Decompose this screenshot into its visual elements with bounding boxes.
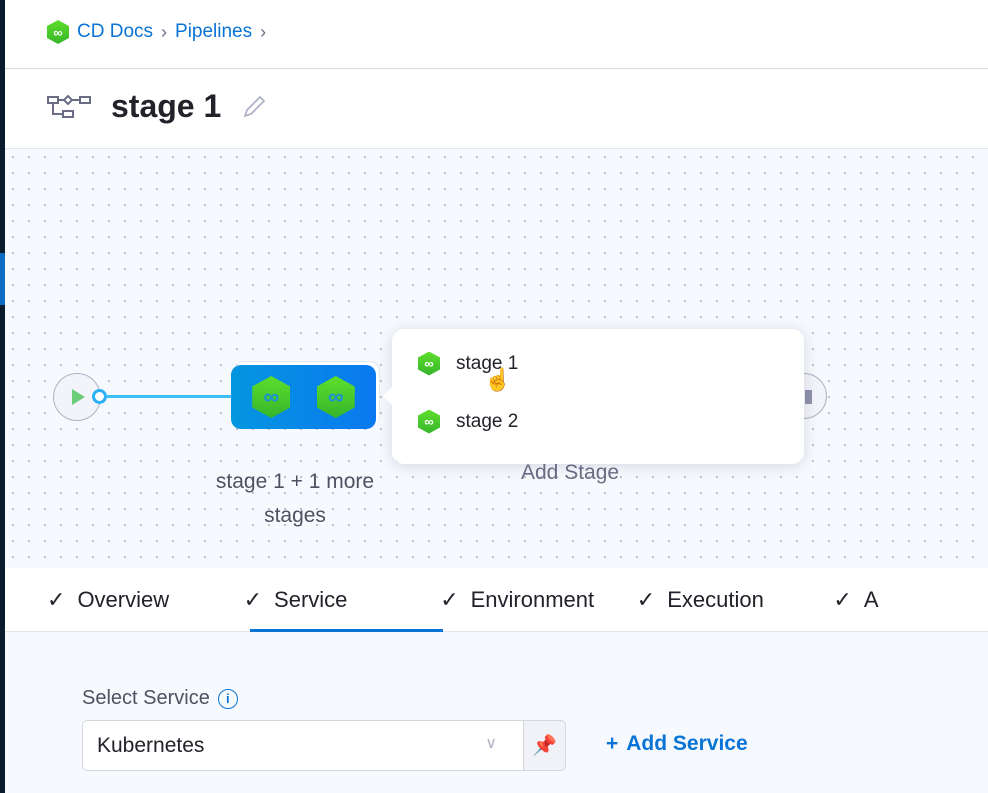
- edit-pencil-icon[interactable]: [241, 94, 267, 120]
- nav-active-indicator: [0, 253, 5, 305]
- label-text: Select Service: [82, 687, 210, 709]
- start-port[interactable]: [92, 389, 107, 404]
- breadcrumb: ∞ CD Docs › Pipelines ›: [47, 20, 266, 44]
- check-icon: ✓: [833, 586, 852, 612]
- stage-label: stage 1: [456, 352, 519, 374]
- chevron-right-icon: ›: [161, 21, 168, 42]
- stage-label: stage 2: [456, 410, 519, 432]
- page-title: stage 1: [111, 88, 222, 124]
- stage-group-popover: ∞ stage 1 ∞ stage 2: [383, 329, 804, 464]
- stage-group-node[interactable]: ∞ ∞: [231, 365, 376, 429]
- pipeline-icon: [47, 94, 91, 118]
- breadcrumb-project[interactable]: CD Docs: [77, 21, 154, 42]
- tab-advanced[interactable]: ✓A: [791, 568, 988, 631]
- chevron-down-icon[interactable]: ∨: [485, 735, 497, 752]
- plus-icon: +: [606, 732, 619, 755]
- check-icon: ✓: [243, 586, 263, 612]
- tab-execution[interactable]: ✓ Execution: [595, 568, 792, 631]
- stage-tabs: ✓ Overview ✓ Service ✓ Environment ✓ Executi…: [5, 568, 988, 632]
- cd-module-icon: ∞: [47, 20, 69, 44]
- info-icon[interactable]: i: [217, 688, 238, 709]
- add-service-button[interactable]: + Add Service: [606, 732, 748, 756]
- active-tab-underline: [250, 629, 443, 632]
- tab-label: Service: [274, 586, 348, 612]
- service-select[interactable]: Kubernetes ∨: [82, 720, 524, 771]
- hand-cursor-icon: ☝: [484, 367, 512, 392]
- tab-label: Execution: [667, 586, 764, 612]
- deploy-stage-icon: ∞: [252, 376, 291, 418]
- check-icon: ✓: [440, 586, 459, 612]
- pipeline-link: [106, 395, 236, 398]
- popover-stage-item[interactable]: ∞ stage 2: [418, 407, 778, 436]
- deploy-stage-icon: ∞: [316, 376, 355, 418]
- select-service-label: Select Service i: [82, 687, 238, 710]
- tab-environment[interactable]: ✓ Environment: [398, 568, 595, 631]
- chevron-right-icon: ›: [260, 21, 267, 42]
- left-nav-bar: [0, 0, 5, 793]
- tab-label: A: [863, 586, 879, 612]
- tab-label: Environment: [470, 586, 595, 612]
- deploy-stage-icon: ∞: [418, 351, 440, 376]
- tab-label: Overview: [77, 586, 170, 612]
- popover-stage-item[interactable]: ∞ stage 1: [418, 349, 778, 378]
- selected-value: Kubernetes: [97, 734, 205, 757]
- stage-group-label: stage 1 + 1 more stages: [215, 470, 375, 527]
- pipeline-start-node[interactable]: [53, 373, 101, 421]
- breadcrumb-pipelines[interactable]: Pipelines: [175, 21, 253, 42]
- tab-service[interactable]: ✓ Service: [202, 568, 399, 631]
- divider: [5, 68, 988, 69]
- tab-overview[interactable]: ✓ Overview: [5, 568, 202, 631]
- add-service-label: Add Service: [626, 732, 748, 755]
- add-stage-button[interactable]: Add Stage: [521, 461, 620, 484]
- pin-icon[interactable]: 📌: [524, 720, 566, 771]
- check-icon: ✓: [47, 586, 66, 612]
- deploy-stage-icon: ∞: [418, 409, 440, 434]
- page-header: ∞ CD Docs › Pipelines › stage 1: [5, 0, 988, 148]
- check-icon: ✓: [636, 586, 656, 612]
